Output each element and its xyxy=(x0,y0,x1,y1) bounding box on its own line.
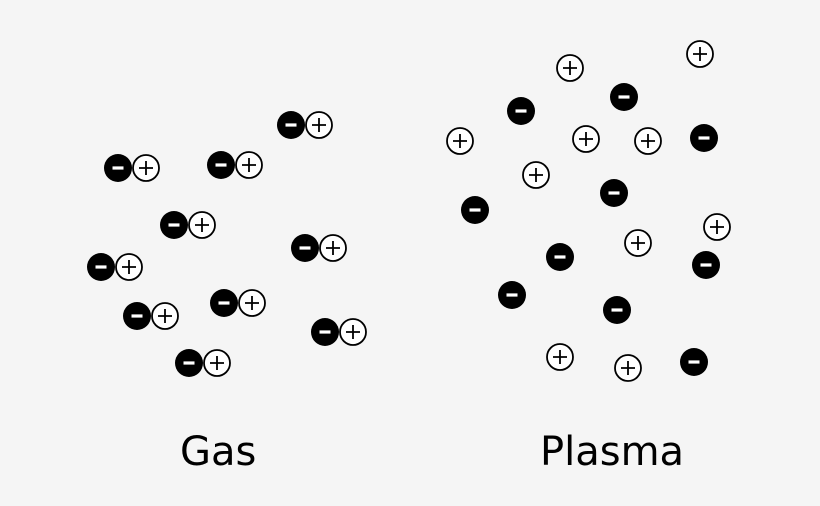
plus-icon xyxy=(693,47,707,61)
minus-icon xyxy=(469,208,481,212)
free-electron xyxy=(600,179,628,207)
free-ion xyxy=(686,40,714,68)
free-ion xyxy=(556,54,584,82)
neutral-atom-pair xyxy=(210,289,266,317)
electron xyxy=(311,318,339,346)
free-electron xyxy=(507,97,535,125)
plus-icon xyxy=(326,241,340,255)
minus-icon xyxy=(218,301,230,305)
minus-icon xyxy=(319,330,331,334)
plus-icon xyxy=(563,61,577,75)
plus-icon xyxy=(210,356,224,370)
free-electron xyxy=(498,281,526,309)
minus-icon xyxy=(688,360,700,364)
ion xyxy=(319,234,347,262)
plus-icon xyxy=(631,236,645,250)
neutral-atom-pair xyxy=(160,211,216,239)
neutral-atom-pair xyxy=(123,302,179,330)
minus-icon xyxy=(215,163,227,167)
minus-icon xyxy=(700,263,712,267)
minus-icon xyxy=(131,314,143,318)
electron xyxy=(175,349,203,377)
minus-icon xyxy=(168,223,180,227)
minus-icon xyxy=(506,293,518,297)
electron xyxy=(291,234,319,262)
minus-icon xyxy=(183,361,195,365)
ion xyxy=(235,151,263,179)
minus-icon xyxy=(285,123,297,127)
free-electron xyxy=(692,251,720,279)
plus-icon xyxy=(242,158,256,172)
neutral-atom-pair xyxy=(175,349,231,377)
free-ion xyxy=(546,343,574,371)
plus-icon xyxy=(453,134,467,148)
minus-icon xyxy=(554,255,566,259)
plus-icon xyxy=(312,118,326,132)
ion xyxy=(115,253,143,281)
gas-panel xyxy=(87,111,367,377)
plasma-label: Plasma xyxy=(540,429,685,475)
minus-icon xyxy=(299,246,311,250)
free-electron xyxy=(690,124,718,152)
electron xyxy=(104,154,132,182)
neutral-atom-pair xyxy=(104,154,160,182)
plus-icon xyxy=(529,168,543,182)
electron xyxy=(87,253,115,281)
plus-icon xyxy=(621,361,635,375)
neutral-atom-pair xyxy=(311,318,367,346)
particle-diagram xyxy=(87,40,731,382)
ion xyxy=(188,211,216,239)
free-ion xyxy=(572,125,600,153)
ion xyxy=(238,289,266,317)
minus-icon xyxy=(618,95,630,99)
electron xyxy=(210,289,238,317)
plus-icon xyxy=(641,134,655,148)
plus-icon xyxy=(579,132,593,146)
minus-icon xyxy=(611,308,623,312)
free-electron xyxy=(680,348,708,376)
plus-icon xyxy=(553,350,567,364)
ion xyxy=(203,349,231,377)
free-ion xyxy=(634,127,662,155)
ion xyxy=(339,318,367,346)
neutral-atom-pair xyxy=(277,111,333,139)
plus-icon xyxy=(346,325,360,339)
free-electron xyxy=(546,243,574,271)
neutral-atom-pair xyxy=(87,253,143,281)
gas-label: Gas xyxy=(180,429,257,475)
neutral-atom-pair xyxy=(207,151,263,179)
free-electron xyxy=(603,296,631,324)
minus-icon xyxy=(608,191,620,195)
electron xyxy=(207,151,235,179)
plus-icon xyxy=(245,296,259,310)
electron xyxy=(277,111,305,139)
plus-icon xyxy=(710,220,724,234)
minus-icon xyxy=(698,136,710,140)
free-electron xyxy=(610,83,638,111)
ion xyxy=(132,154,160,182)
free-ion xyxy=(624,229,652,257)
minus-icon xyxy=(95,265,107,269)
plus-icon xyxy=(158,309,172,323)
free-electron xyxy=(461,196,489,224)
ion xyxy=(151,302,179,330)
free-ion xyxy=(614,354,642,382)
electron xyxy=(160,211,188,239)
free-ion xyxy=(446,127,474,155)
plus-icon xyxy=(122,260,136,274)
neutral-atom-pair xyxy=(291,234,347,262)
minus-icon xyxy=(515,109,527,113)
electron xyxy=(123,302,151,330)
ion xyxy=(305,111,333,139)
free-ion xyxy=(522,161,550,189)
plus-icon xyxy=(195,218,209,232)
plus-icon xyxy=(139,161,153,175)
minus-icon xyxy=(112,166,124,170)
plasma-panel xyxy=(446,40,731,382)
free-ion xyxy=(703,213,731,241)
